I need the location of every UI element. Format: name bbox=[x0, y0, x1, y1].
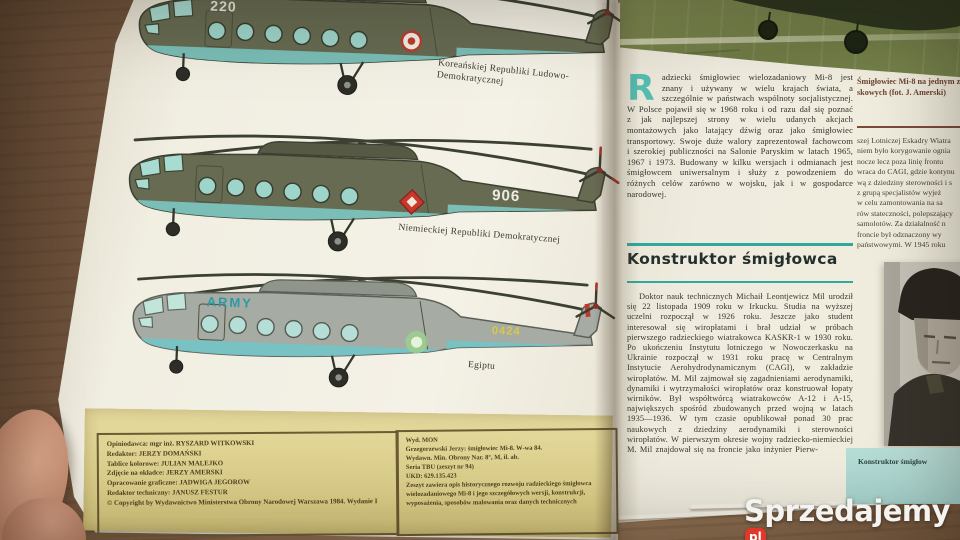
cabin-door bbox=[204, 10, 234, 48]
section-rule bbox=[627, 243, 853, 246]
text-line: wraca do CAGI, gdzie kontynu bbox=[857, 167, 955, 177]
caption-divider bbox=[857, 126, 960, 128]
portrait-caption: Konstruktor śmigłow bbox=[858, 457, 928, 466]
fur-hat bbox=[898, 268, 960, 322]
mil-portrait-photo bbox=[884, 262, 960, 446]
text-line: Śmigłowiec Mi-8 na jednym z bbox=[857, 77, 960, 86]
text-line: rów stateczności, polepszający bbox=[857, 208, 953, 218]
watermark-tld-badge: pl bbox=[745, 528, 766, 540]
intro-text: adziecki śmigłowiec wielozadaniowy Mi-8 … bbox=[627, 72, 853, 199]
tactical-number: 0424 bbox=[492, 325, 521, 338]
cabin-portholes bbox=[200, 314, 359, 343]
article-body: Doktor nauk technicznych Michaił Leontje… bbox=[627, 292, 853, 455]
cabin-portholes bbox=[197, 176, 359, 206]
text-line: samolotów. Za działalność n bbox=[857, 219, 946, 229]
landing-gear bbox=[175, 53, 365, 95]
helicopter-figure-east-germany: 906 bbox=[113, 107, 620, 272]
insignia-roundel bbox=[400, 30, 423, 52]
text-line: skowych (fot. J. Amerski) bbox=[857, 88, 946, 97]
section-rule bbox=[627, 281, 853, 283]
landing-gear bbox=[169, 346, 356, 388]
text-line: Zeszyt zawiera opis historycznego rozwoj… bbox=[405, 479, 592, 507]
helicopter-figure-north-korea: 220 bbox=[123, 0, 628, 113]
text-line: z grupą specjalistów wyjeż bbox=[857, 188, 942, 198]
fuselage bbox=[138, 0, 606, 65]
tail-rotor-icon bbox=[578, 146, 620, 185]
tail-rotor-icon bbox=[575, 282, 616, 320]
body-text: Doktor nauk technicznych Michaił Leontje… bbox=[627, 292, 853, 455]
text-line: niem było korygowanie ognia bbox=[857, 146, 951, 156]
text-line: nocze lecz poza linię frontu bbox=[857, 156, 944, 166]
insignia-diamond bbox=[398, 188, 425, 216]
insignia-roundel bbox=[405, 330, 428, 354]
landing-gear bbox=[165, 208, 356, 252]
text-line: w celu zamontowania na sa bbox=[857, 198, 943, 208]
main-rotor-icon bbox=[143, 0, 606, 20]
helicopter-figure-egypt: ARMY 0424 bbox=[117, 247, 616, 406]
text-line: państwowymi. W 1945 roku bbox=[857, 240, 946, 250]
text-line: © Copyright by Wydawnictwo Ministerstwa … bbox=[107, 497, 378, 507]
tail-fin bbox=[584, 8, 615, 46]
figure-caption: Egiptu bbox=[467, 360, 496, 372]
section-heading: Konstruktor śmigłowca bbox=[627, 250, 838, 268]
text-line: szej Lotniczej Eskadry Wiatra bbox=[857, 136, 951, 145]
tactical-number: 220 bbox=[210, 0, 237, 16]
marketplace-watermark: Sprzedajemypl bbox=[744, 494, 960, 540]
tactical-number: 906 bbox=[492, 187, 521, 205]
cockpit-window bbox=[148, 2, 171, 23]
watermark-brand: Sprzedajemy bbox=[744, 494, 951, 528]
army-marking: ARMY bbox=[207, 294, 254, 311]
photo-caption: Śmigłowiec Mi-8 na jednym z skowych (fot.… bbox=[857, 76, 960, 98]
drop-cap: R bbox=[627, 68, 655, 109]
portrait-caption-box: Konstruktor śmigłow bbox=[846, 448, 960, 504]
text-line: wą z dziedziny sterowności i s bbox=[857, 177, 953, 187]
tail-fin bbox=[576, 166, 607, 204]
chin-window bbox=[144, 23, 160, 35]
text-line: froncie był odznaczony wy bbox=[857, 229, 942, 239]
cabin-portholes bbox=[207, 21, 368, 50]
cockpit-window bbox=[172, 0, 194, 18]
